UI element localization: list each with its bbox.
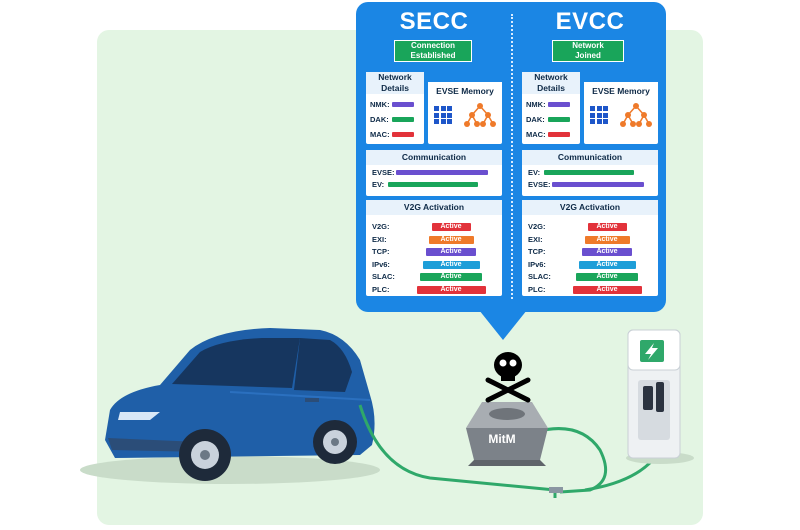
evcc-mac-bar xyxy=(548,132,570,137)
secc-title: SECC xyxy=(399,8,469,35)
secc-nmk-bar xyxy=(392,102,414,107)
secc-column: SECC Connection Established Network Deta… xyxy=(364,0,504,300)
evcc-v2g-heading: V2G Activation xyxy=(522,200,658,215)
evcc-comm-label-1: EVSE: xyxy=(528,180,551,189)
evcc-comm-label-0: EV: xyxy=(528,168,541,177)
evcc-v2g-status-badge-1: Active xyxy=(584,235,630,244)
evcc-communication-card: Communication EV: EVSE: xyxy=(522,150,658,196)
network-tree-icon xyxy=(464,103,496,127)
evcc-mac-label: MAC: xyxy=(526,130,546,139)
mitm-label: MitM xyxy=(488,432,516,446)
evcc-v2g-status-badge-4: Active xyxy=(576,273,638,281)
evcc-v2g-status-badge-5: Active xyxy=(572,285,642,294)
evcc-nmk-bar xyxy=(548,102,570,107)
car-shadow xyxy=(80,456,380,484)
secc-comm-label-1: EV: xyxy=(372,180,385,189)
evcc-v2g-label-0: V2G: xyxy=(528,222,546,231)
secc-v2g-label-0: V2G: xyxy=(372,222,390,231)
evcc-column: EVCC Network Joined Network Details NMK:… xyxy=(520,0,660,300)
secc-status-label: Connection Established xyxy=(410,41,456,60)
evcc-network-details-card: Network Details NMK: DAK: MAC: xyxy=(522,72,580,144)
secc-v2g-status-badge-5: Active xyxy=(416,285,486,294)
grid-icon xyxy=(434,106,452,124)
evcc-status-label: Network Joined xyxy=(572,41,604,60)
electric-car xyxy=(105,328,375,481)
skull-crossbones-icon xyxy=(485,352,531,403)
evcc-v2g-status-badge-0: Active xyxy=(587,223,627,231)
cable-car-to-mitm xyxy=(358,404,557,498)
secc-communication-heading: Communication xyxy=(366,150,502,165)
secc-network-details-heading: Network Details xyxy=(366,72,424,94)
secc-v2g-status-badge-1: Active xyxy=(428,235,474,244)
secc-v2g-status-badge-3: Active xyxy=(422,260,480,269)
secc-evse-memory-heading: EVSE Memory xyxy=(428,82,502,99)
secc-v2g-label-3: IPv6: xyxy=(372,259,390,269)
evcc-comm-bar-1 xyxy=(552,182,644,187)
evcc-v2g-label-3: IPv6: xyxy=(528,259,546,269)
cable-mitm-to-charger xyxy=(534,427,608,494)
secc-v2g-label-4: SLAC: xyxy=(372,272,395,281)
bubble-tail xyxy=(479,310,527,340)
evcc-v2g-status-badge-2: Active xyxy=(582,248,632,256)
evcc-communication-heading: Communication xyxy=(522,150,658,165)
secc-communication-card: Communication EVSE: EV: xyxy=(366,150,502,196)
charging-station xyxy=(626,329,694,464)
evcc-evse-memory-card: EVSE Memory xyxy=(584,82,658,144)
secc-comm-bar-1 xyxy=(388,182,478,187)
evcc-network-details-heading: Network Details xyxy=(522,72,580,94)
secc-v2g-label-5: PLC: xyxy=(372,284,390,294)
secc-evse-memory-card: EVSE Memory xyxy=(428,82,502,144)
secc-mac-bar xyxy=(392,132,414,137)
column-divider xyxy=(511,14,513,299)
secc-dak-bar xyxy=(392,117,414,122)
secc-comm-label-0: EVSE: xyxy=(372,168,395,177)
secc-nmk-label: NMK: xyxy=(370,100,390,109)
evcc-title: EVCC xyxy=(555,8,625,35)
evcc-comm-bar-0 xyxy=(544,170,634,175)
secc-v2g-label-2: TCP: xyxy=(372,247,390,256)
secc-v2g-heading: V2G Activation xyxy=(366,200,502,215)
secc-mac-label: MAC: xyxy=(370,130,390,139)
evcc-evse-memory-heading: EVSE Memory xyxy=(584,82,658,99)
cable-connector xyxy=(549,487,563,493)
secc-v2g-status-badge-0: Active xyxy=(431,223,471,231)
evcc-nmk-label: NMK: xyxy=(526,100,546,109)
evcc-v2g-label-1: EXI: xyxy=(528,234,543,244)
secc-v2g-status-badge-4: Active xyxy=(420,273,482,281)
evcc-v2g-label-4: SLAC: xyxy=(528,272,551,281)
mitm-device xyxy=(466,402,548,466)
evcc-dak-label: DAK: xyxy=(526,115,545,124)
evcc-v2g-label-2: TCP: xyxy=(528,247,546,256)
secc-dak-label: DAK: xyxy=(370,115,389,124)
secc-comm-bar-0 xyxy=(396,170,488,175)
evcc-status-badge: Network Joined xyxy=(552,40,624,62)
grid-icon xyxy=(590,106,608,124)
network-tree-icon xyxy=(620,103,652,127)
secc-network-details-card: Network Details NMK: DAK: MAC: xyxy=(366,72,424,144)
secc-v2g-label-1: EXI: xyxy=(372,234,387,244)
evcc-v2g-label-5: PLC: xyxy=(528,284,546,294)
evcc-dak-bar xyxy=(548,117,570,122)
evcc-v2g-status-badge-3: Active xyxy=(578,260,636,269)
secc-status-badge: Connection Established xyxy=(394,40,472,62)
secc-v2g-status-badge-2: Active xyxy=(426,248,476,256)
